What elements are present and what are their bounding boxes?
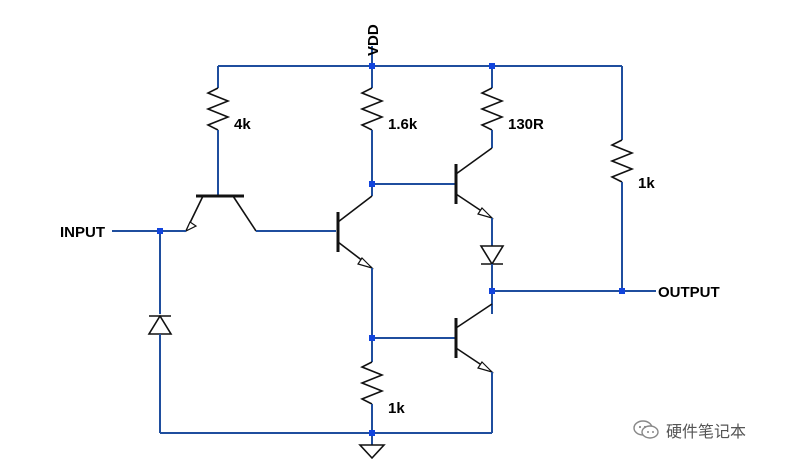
resistor-1k-bottom (359, 338, 385, 433)
ground-symbol (358, 444, 386, 460)
ground-rail (160, 432, 492, 460)
junction-output-left (489, 288, 495, 294)
resistor-1k-pullup (609, 66, 635, 291)
label-output: OUTPUT (658, 284, 720, 301)
label-r-1k-pullup: 1k (638, 175, 655, 192)
transistor-q3-pullup (454, 147, 495, 246)
resistor-130r (479, 66, 505, 148)
label-vdd: VDD (365, 24, 382, 56)
diode-output-series (479, 245, 505, 314)
label-r-1k6: 1.6k (388, 116, 418, 133)
watermark: 硬件笔记本 (632, 418, 746, 442)
label-r-1k-bottom: 1k (388, 400, 405, 417)
resistor-4k (205, 66, 231, 196)
junction-output-right (619, 288, 625, 294)
transistor-q1-input (184, 194, 257, 233)
junction-ground (369, 430, 375, 436)
transistor-q4-pulldown (454, 303, 495, 433)
resistor-1k6 (359, 66, 385, 196)
vdd-rail (218, 46, 622, 67)
watermark-text: 硬件笔记本 (666, 422, 747, 441)
label-r-4k: 4k (234, 116, 251, 133)
junction-q2-collector (369, 181, 375, 187)
transistor-q2-splitter (336, 195, 375, 338)
junction-q2-emitter (369, 335, 375, 341)
junction-vdd (369, 63, 375, 69)
junction-130r-top (489, 63, 495, 69)
junctions (157, 63, 625, 436)
wechat-icon (632, 419, 660, 441)
input-net (112, 230, 336, 314)
diode-input-clamp (147, 314, 173, 433)
label-r-130r: 130R (508, 116, 544, 133)
label-input: INPUT (60, 224, 105, 241)
junction-input (157, 228, 163, 234)
